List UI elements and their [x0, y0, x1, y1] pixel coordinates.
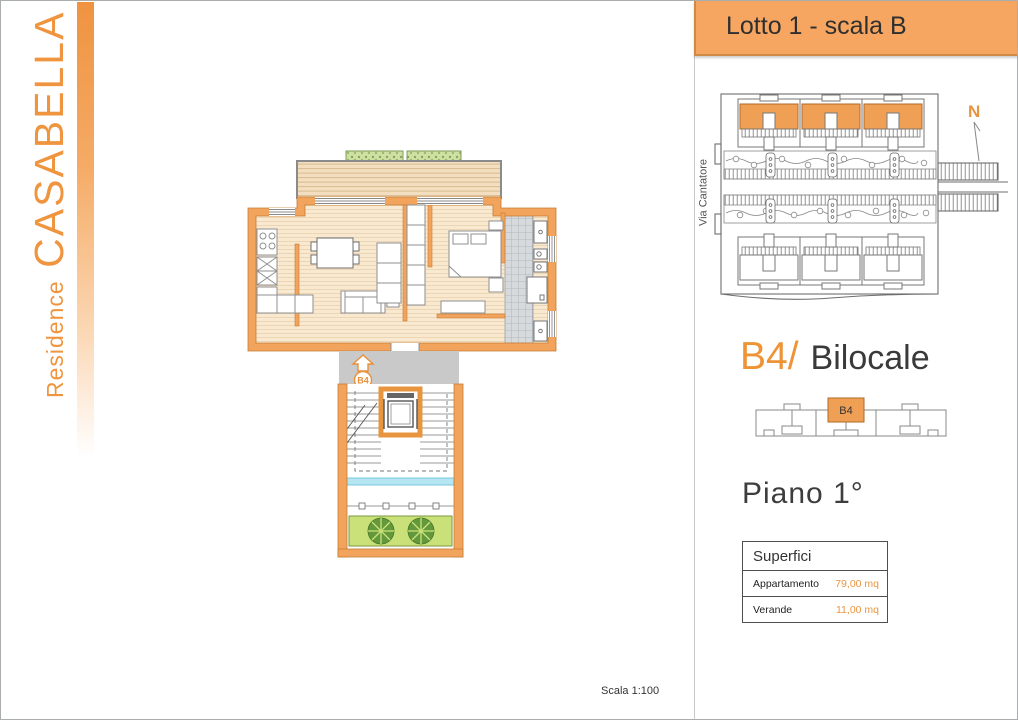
b4-highlight-box	[827, 397, 865, 423]
lotto-header: Lotto 1 - scala B	[694, 1, 1017, 56]
garden-strip-top	[723, 150, 937, 180]
brand-vertical-title: Residence CASABELLA	[24, 11, 74, 398]
building-elevation-strip: B4	[755, 397, 947, 437]
unit-type: Bilocale	[810, 339, 930, 377]
stove	[256, 228, 278, 256]
table-row: Appartamento 79,00 mq	[743, 571, 887, 597]
surface-label: Appartamento	[753, 578, 819, 590]
surface-value: 11,00 mq	[836, 604, 879, 616]
bed	[440, 220, 504, 314]
panel-divider	[694, 1, 695, 719]
unit-badge-label: B4	[357, 376, 369, 386]
brand-name: CASABELLA	[26, 10, 72, 268]
b4-highlight-label: B4	[839, 405, 852, 417]
brand-residence: Residence	[42, 280, 68, 398]
stairwell	[337, 383, 464, 558]
unit-title: B4/Bilocale	[740, 335, 930, 379]
building-row-top	[737, 94, 925, 151]
kitchen-units	[256, 228, 314, 314]
building-row-bottom	[737, 233, 925, 290]
sink	[256, 256, 278, 286]
site-plan-drawing: N	[714, 93, 1008, 300]
kitchen-counter	[256, 286, 278, 296]
surface-value: 79,00 mq	[835, 578, 879, 590]
glass-strip	[346, 477, 455, 486]
nightstand-top	[488, 220, 504, 231]
surfaces-table: Superfici Appartamento 79,00 mq Verande …	[742, 541, 888, 623]
brand-gradient-stripe	[77, 2, 94, 472]
elevator	[378, 386, 423, 438]
surfaces-header: Superfici	[743, 542, 887, 571]
tree-icon	[407, 517, 435, 545]
wardrobes	[376, 204, 426, 306]
compass-n-label: N	[968, 102, 980, 121]
nightstand-bottom	[488, 277, 504, 293]
floor-plan-drawing: B4	[247, 150, 557, 558]
kitchen-counter-bottom	[256, 294, 314, 314]
garden-bed	[348, 515, 453, 547]
bedroom-bench	[440, 300, 486, 314]
garden-strip-bottom	[723, 194, 937, 224]
tree-icon	[367, 517, 395, 545]
floor-title: Piano 1°	[742, 477, 864, 510]
scale-note: Scala 1:100	[601, 685, 660, 697]
terrace-deck	[296, 160, 502, 199]
compass: N	[968, 102, 981, 162]
stair-path-dashed	[354, 391, 448, 472]
bathroom-fixtures	[526, 220, 548, 342]
table-row: Verande 11,00 mq	[743, 597, 887, 622]
windows	[269, 197, 556, 351]
dining-table	[310, 237, 360, 269]
surface-label: Verande	[753, 604, 793, 616]
unit-code: B4/	[740, 335, 799, 378]
